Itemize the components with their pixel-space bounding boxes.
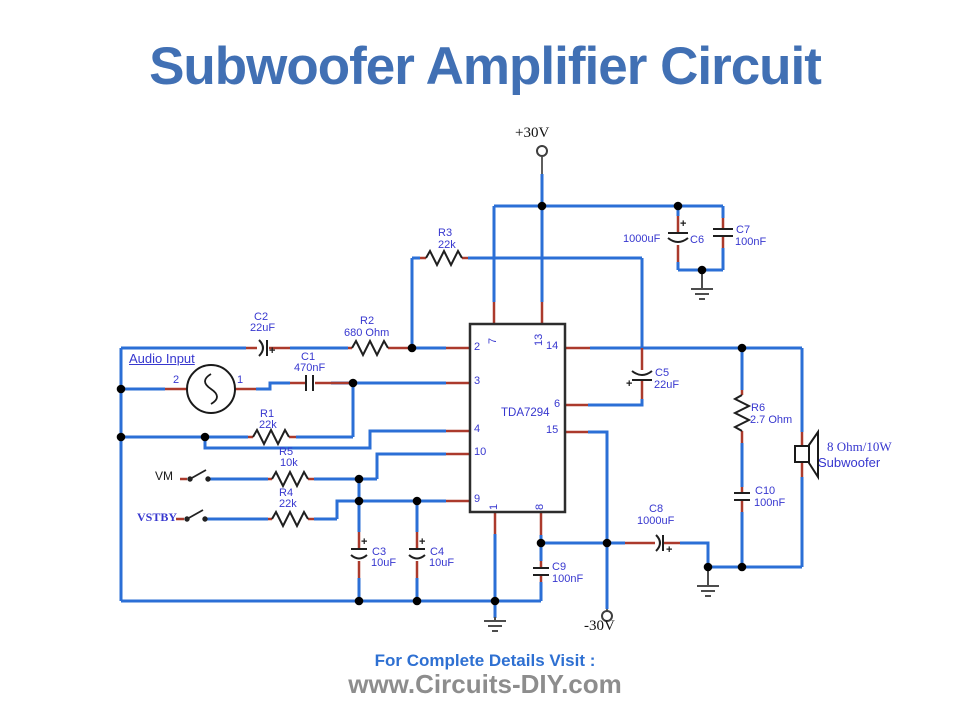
speaker-name-label: Subwoofer xyxy=(818,455,881,470)
ic-pin-6: 6 xyxy=(554,398,561,410)
c1-ref: C1 xyxy=(301,351,316,363)
c1-value: 470nF xyxy=(294,362,326,374)
component-leads xyxy=(165,216,804,582)
c6-value: 1000uF xyxy=(623,233,661,245)
c8-ref: C8 xyxy=(649,503,664,515)
c4-ref: C4 xyxy=(430,546,445,558)
resistor-r1 xyxy=(252,427,290,447)
resistor-r2 xyxy=(351,338,389,358)
c6-ref: C6 xyxy=(690,234,705,246)
wires xyxy=(119,174,804,618)
c10-value: 100nF xyxy=(754,497,786,509)
footer-visit-text: For Complete Details Visit : xyxy=(374,651,596,670)
c4-polarity: + xyxy=(419,536,426,548)
c3-ref: C3 xyxy=(372,546,387,558)
c10-ref: C10 xyxy=(755,485,776,497)
ic-pin-10: 10 xyxy=(474,446,487,458)
ic-pin-2: 2 xyxy=(474,341,481,353)
resistor-r6 xyxy=(732,394,752,432)
negative-supply-label: -30V xyxy=(584,618,615,634)
ic-pin-13: 13 xyxy=(533,333,545,346)
capacitor-c4 xyxy=(408,548,426,560)
switch-vstby xyxy=(184,509,208,522)
c3-value: 10uF xyxy=(371,557,397,569)
r2-ref: R2 xyxy=(360,315,375,327)
capacitor-c6 xyxy=(667,232,689,243)
c3-polarity: + xyxy=(361,536,368,548)
ic-pin-4: 4 xyxy=(474,423,481,435)
c8-polarity: + xyxy=(666,544,673,556)
ic-pin-9: 9 xyxy=(474,493,481,505)
r4-ref: R4 xyxy=(279,487,294,499)
positive-terminal xyxy=(536,145,548,174)
ic-pin-8: 8 xyxy=(534,503,546,510)
footer-site-text: www.Circuits-DIY.com xyxy=(348,669,622,699)
audio-source-symbol xyxy=(186,364,236,414)
r2-value: 680 Ohm xyxy=(344,327,390,339)
r6-value: 2.7 Ohm xyxy=(750,414,793,426)
r1-ref: R1 xyxy=(260,408,275,420)
c2-ref: C2 xyxy=(254,311,269,323)
source-pin-2: 2 xyxy=(173,374,180,386)
c4-value: 10uF xyxy=(429,557,455,569)
r6-ref: R6 xyxy=(751,402,766,414)
switch-vm xyxy=(187,469,211,482)
ic-name-label: TDA7294 xyxy=(501,407,550,419)
capacitor-c3 xyxy=(350,548,368,560)
ground-symbol-top xyxy=(691,271,713,300)
audio-input-label: Audio Input xyxy=(129,351,195,366)
c2-value: 22uF xyxy=(250,322,276,334)
ic-body xyxy=(468,322,567,514)
r5-ref: R5 xyxy=(279,446,294,458)
junction-dots xyxy=(116,201,747,606)
c6-polarity: + xyxy=(680,218,687,230)
c5-polarity: + xyxy=(626,378,633,390)
ic-pin-7: 7 xyxy=(487,337,499,344)
capacitor-c7 xyxy=(713,228,733,237)
source-pin-1: 1 xyxy=(237,374,244,386)
capacitor-c9 xyxy=(533,567,549,576)
ic-pin-3: 3 xyxy=(474,375,481,387)
ic-pin-1: 1 xyxy=(488,503,500,510)
vm-switch-label: VM xyxy=(155,469,173,483)
capacitor-c8 xyxy=(655,534,664,552)
page-title: Subwoofer Amplifier Circuit xyxy=(149,37,822,96)
ground-symbol-bottom xyxy=(484,617,506,632)
resistor-r3 xyxy=(425,248,463,268)
resistor-r5 xyxy=(271,469,309,489)
c7-value: 100nF xyxy=(735,236,767,248)
c9-value: 100nF xyxy=(552,573,584,585)
negative-terminal xyxy=(601,609,613,622)
c2-polarity: + xyxy=(269,345,276,357)
ground-symbol-right xyxy=(697,568,719,597)
r3-value: 22k xyxy=(438,239,456,251)
resistor-r4 xyxy=(271,509,309,529)
r1-value: 22k xyxy=(259,419,277,431)
r4-value: 22k xyxy=(279,498,297,510)
c5-ref: C5 xyxy=(655,367,670,379)
capacitor-c2 xyxy=(258,339,268,357)
speaker-icon xyxy=(794,428,819,481)
positive-supply-label: +30V xyxy=(515,125,550,141)
r5-value: 10k xyxy=(280,457,298,469)
speaker-spec-label: 8 Ohm/10W xyxy=(827,439,892,454)
c5-value: 22uF xyxy=(654,379,680,391)
vstby-switch-label: VSTBY xyxy=(137,510,178,524)
c7-ref: C7 xyxy=(736,224,751,236)
capacitor-c5 xyxy=(631,370,653,381)
capacitor-c1 xyxy=(305,375,314,391)
c9-ref: C9 xyxy=(552,561,567,573)
c8-value: 1000uF xyxy=(637,515,675,527)
ic-pin-14: 14 xyxy=(546,340,559,352)
capacitor-c10 xyxy=(734,492,750,501)
ic-pin-15: 15 xyxy=(546,424,559,436)
r3-ref: R3 xyxy=(438,227,453,239)
